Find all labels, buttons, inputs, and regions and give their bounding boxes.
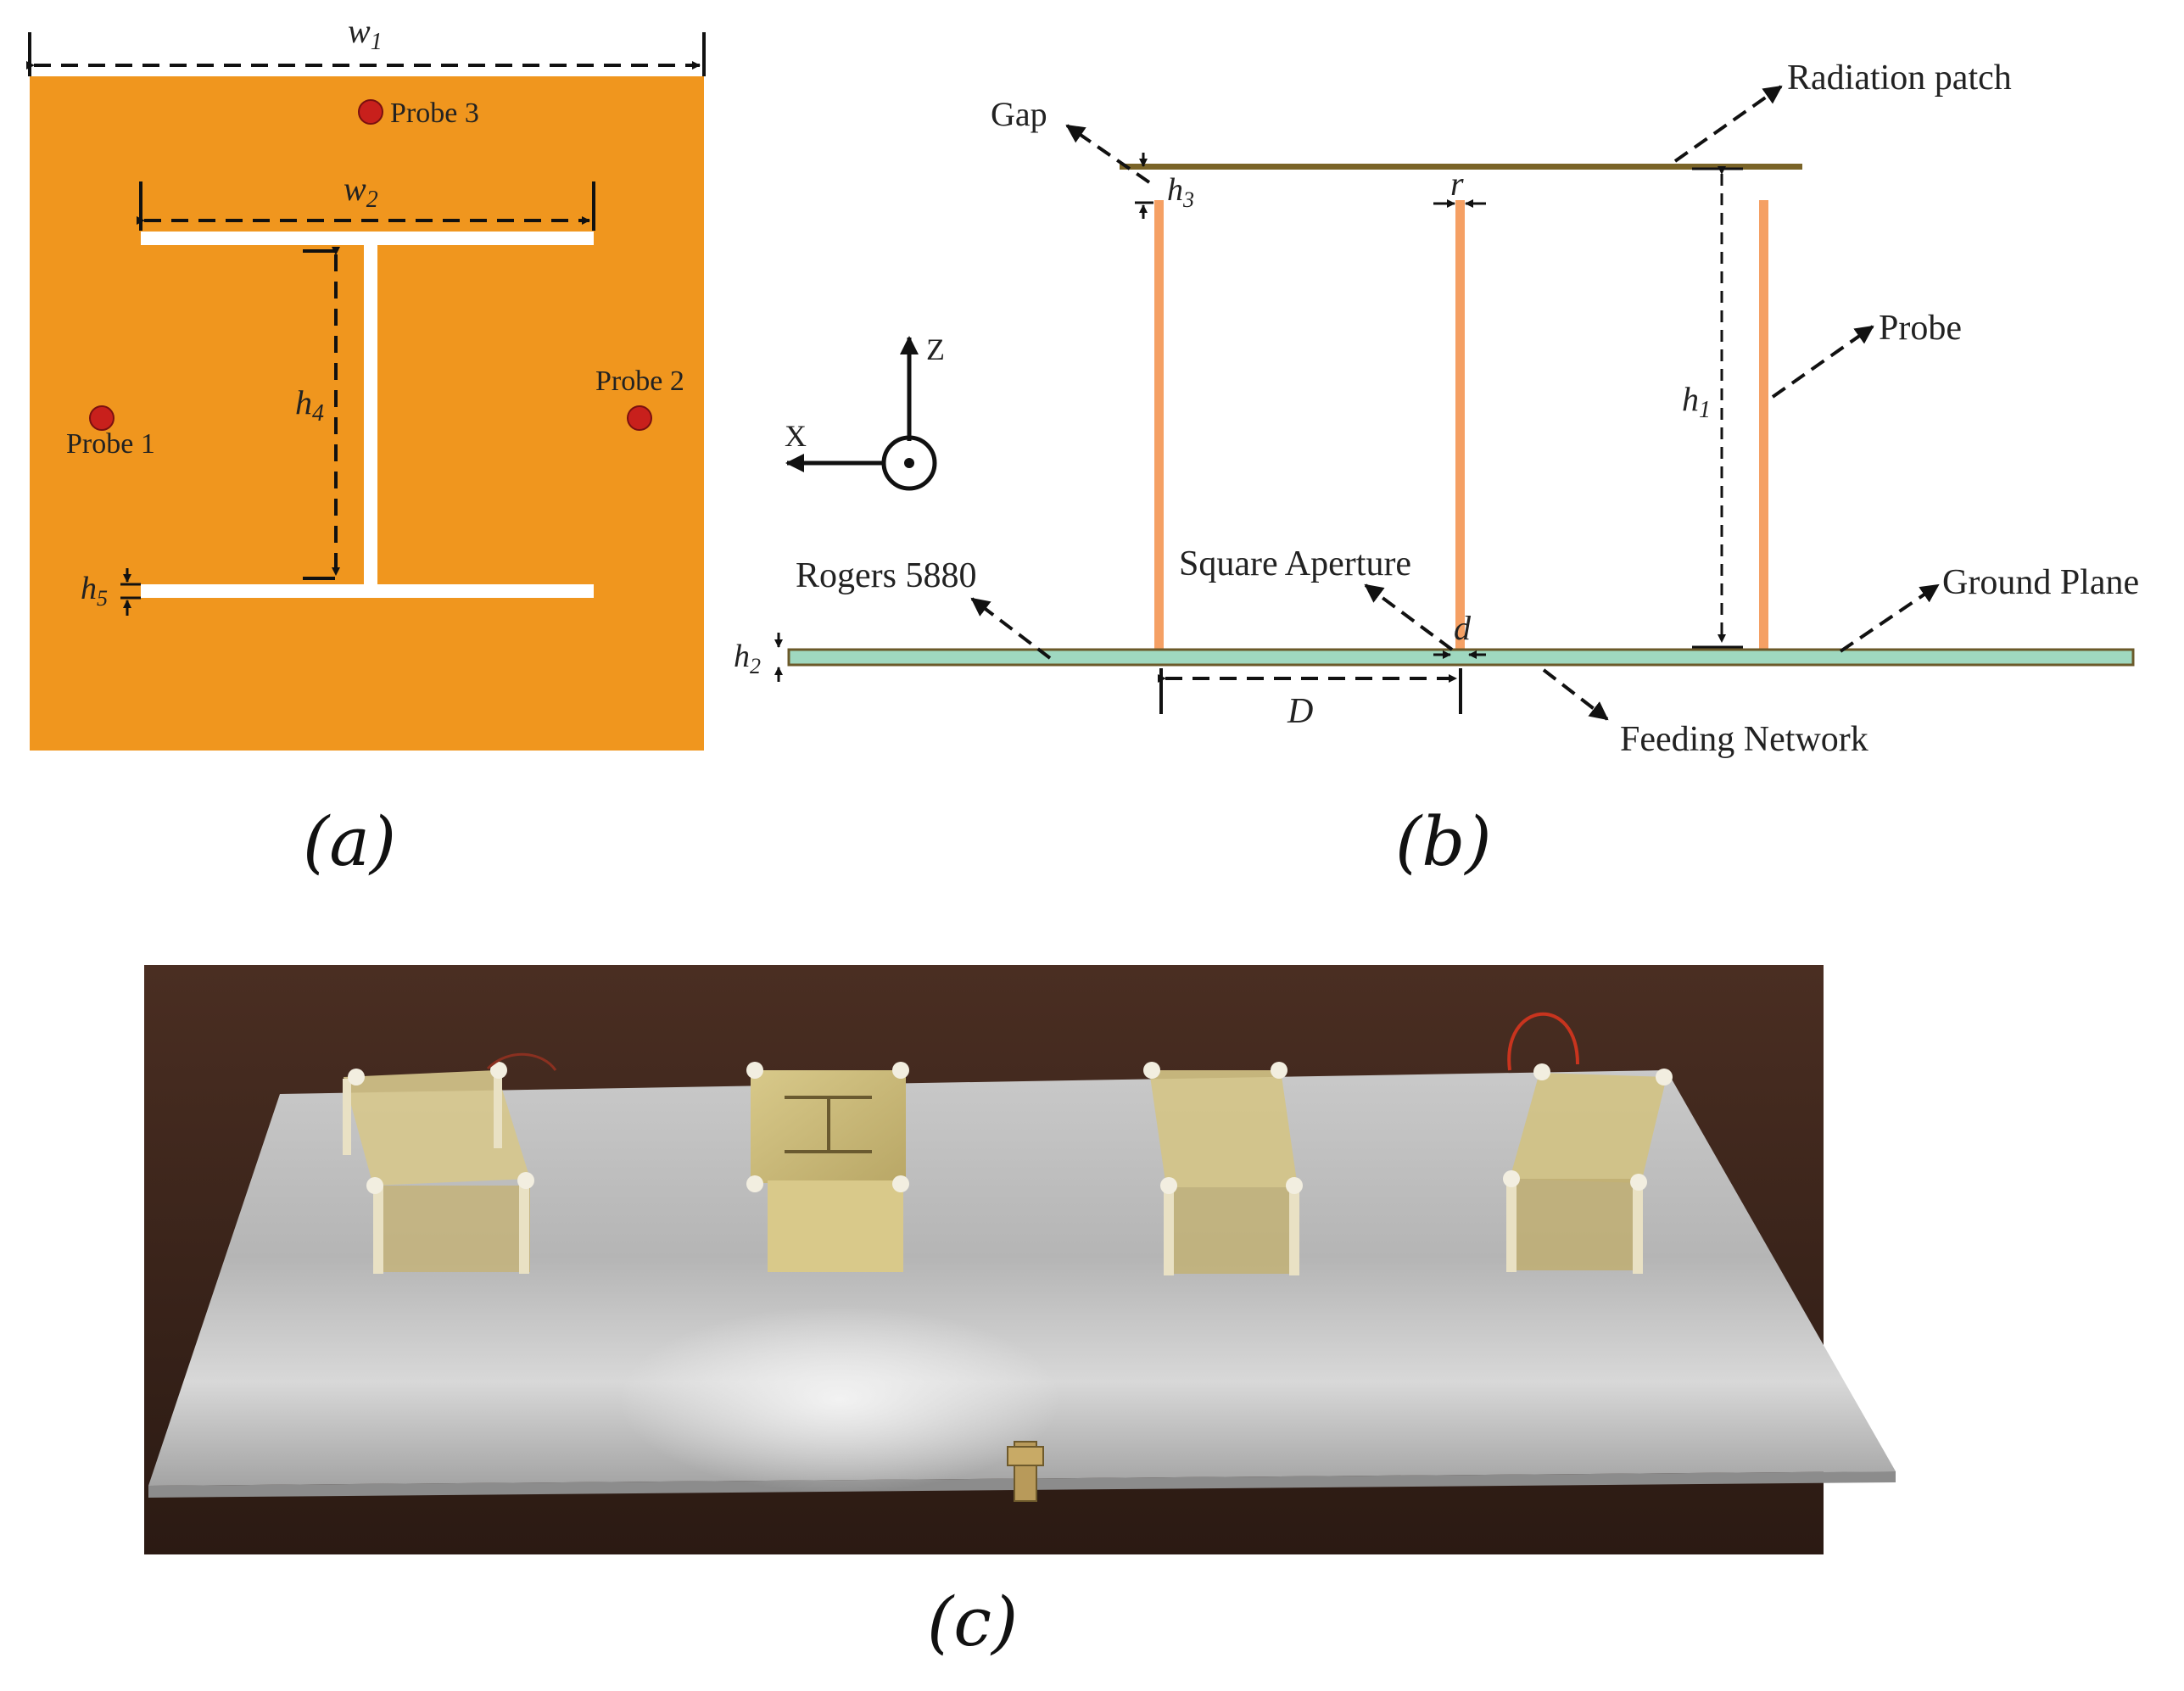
h-slot-stem bbox=[364, 245, 377, 584]
feeding-network-arrow bbox=[1542, 668, 1609, 721]
board-reflection bbox=[619, 1306, 1060, 1493]
antenna-element-3 bbox=[1143, 1062, 1303, 1275]
square-aperture-label: Square Aperture bbox=[1179, 544, 1411, 583]
probe-3-label: Probe 3 bbox=[390, 98, 479, 129]
antenna-element-4 bbox=[1503, 1012, 1673, 1274]
radiation-patch-bar bbox=[1120, 164, 1802, 170]
x-axis-label: X bbox=[785, 419, 807, 453]
substrate-bar bbox=[787, 648, 2135, 667]
z-axis-label: Z bbox=[926, 332, 945, 366]
h3-label: h3 bbox=[1167, 172, 1194, 212]
h1-label: h1 bbox=[1682, 380, 1711, 423]
panel-c-photo bbox=[144, 965, 1896, 1554]
panel-b: Gap Radiation patch h3 r Probe h1 Z X bbox=[734, 59, 2139, 881]
panel-a: w1 Probe 3 w2 h4 Probe 1 Probe 2 h5 (a) bbox=[26, 12, 706, 881]
aluminium-board bbox=[148, 1070, 1896, 1486]
probe-2-dot bbox=[627, 405, 652, 431]
probe-pin-center bbox=[1455, 200, 1465, 658]
probe-pin-left bbox=[1154, 200, 1164, 658]
y-axis-dot bbox=[904, 458, 914, 468]
rogers-label: Rogers 5880 bbox=[796, 556, 977, 595]
w2-label: w2 bbox=[344, 170, 378, 213]
square-aperture-arrow bbox=[1364, 583, 1454, 651]
h-slot-bottom-bar bbox=[141, 584, 594, 598]
panel-a-label: (a) bbox=[303, 802, 396, 881]
D-label: D bbox=[1287, 692, 1313, 731]
radiation-patch-label: Radiation patch bbox=[1787, 59, 2012, 98]
gap-arrow bbox=[1065, 124, 1151, 184]
d-label: d bbox=[1454, 609, 1472, 647]
h-slot-top-bar bbox=[141, 232, 594, 245]
panel-c-label: (c) bbox=[927, 1582, 1018, 1661]
ground-plane-label: Ground Plane bbox=[1942, 563, 2139, 602]
h4-label: h4 bbox=[295, 383, 324, 427]
y-axis-circle bbox=[881, 435, 937, 491]
probe-1-label: Probe 1 bbox=[66, 428, 155, 460]
antenna-element-1 bbox=[343, 1062, 534, 1274]
probe-1-dot bbox=[89, 405, 115, 431]
probe-3-dot bbox=[358, 99, 383, 125]
h2-label: h2 bbox=[734, 639, 761, 678]
gap-label: Gap bbox=[991, 95, 1047, 133]
wire-element-1 bbox=[486, 1052, 557, 1071]
probe-label: Probe bbox=[1879, 309, 1962, 348]
probe-2-label: Probe 2 bbox=[595, 366, 684, 397]
ground-plane-arrow bbox=[1839, 583, 1940, 653]
antenna-element-2 bbox=[746, 1062, 909, 1272]
rogers-arrow bbox=[970, 597, 1052, 660]
sma-nut bbox=[1007, 1446, 1044, 1466]
r-label: r bbox=[1450, 165, 1464, 203]
w1-label: w1 bbox=[348, 12, 383, 55]
radiation-patch-arrow bbox=[1673, 85, 1783, 163]
probe-pin-right bbox=[1759, 200, 1768, 658]
feeding-network-label: Feeding Network bbox=[1620, 720, 1868, 759]
panel-b-label: (b) bbox=[1395, 802, 1492, 881]
probe-arrow bbox=[1771, 325, 1874, 399]
h5-label: h5 bbox=[81, 571, 108, 611]
